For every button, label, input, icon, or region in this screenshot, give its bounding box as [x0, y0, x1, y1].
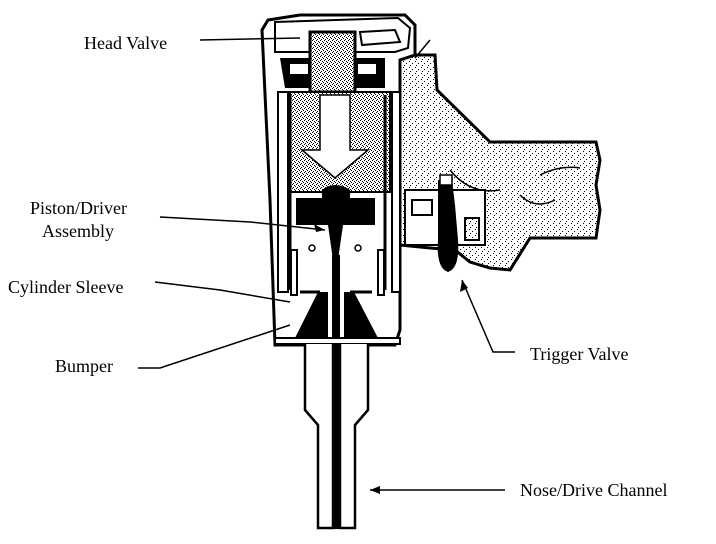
label-trigger-valve: Trigger Valve	[530, 344, 629, 364]
label-head-valve: Head Valve	[84, 33, 168, 53]
leader-trigger	[461, 279, 515, 353]
arrow-piston-icon	[314, 224, 325, 232]
bumper	[274, 292, 401, 345]
leader-head-valve	[199, 37, 301, 41]
arrowheads	[314, 224, 468, 494]
nose-drive-channel	[303, 344, 370, 530]
label-bumper: Bumper	[55, 356, 113, 376]
arrow-trigger-icon	[460, 280, 468, 292]
label-assembly: Assembly	[42, 221, 114, 241]
piston-driver	[296, 185, 375, 529]
leader-inlet	[414, 39, 431, 59]
arrow-nose-icon	[370, 486, 380, 494]
leader-cylinder	[154, 281, 291, 303]
leader-piston	[159, 216, 326, 231]
cylinder-chamber	[277, 91, 401, 293]
label-nose-drive-channel: Nose/Drive Channel	[520, 480, 668, 500]
leader-bumper	[138, 324, 291, 369]
label-piston-driver: Piston/Driver	[30, 198, 127, 218]
trigger-valve-body	[404, 174, 486, 272]
leader-lines	[138, 37, 515, 491]
label-cylinder-sleeve: Cylinder Sleeve	[8, 277, 124, 297]
